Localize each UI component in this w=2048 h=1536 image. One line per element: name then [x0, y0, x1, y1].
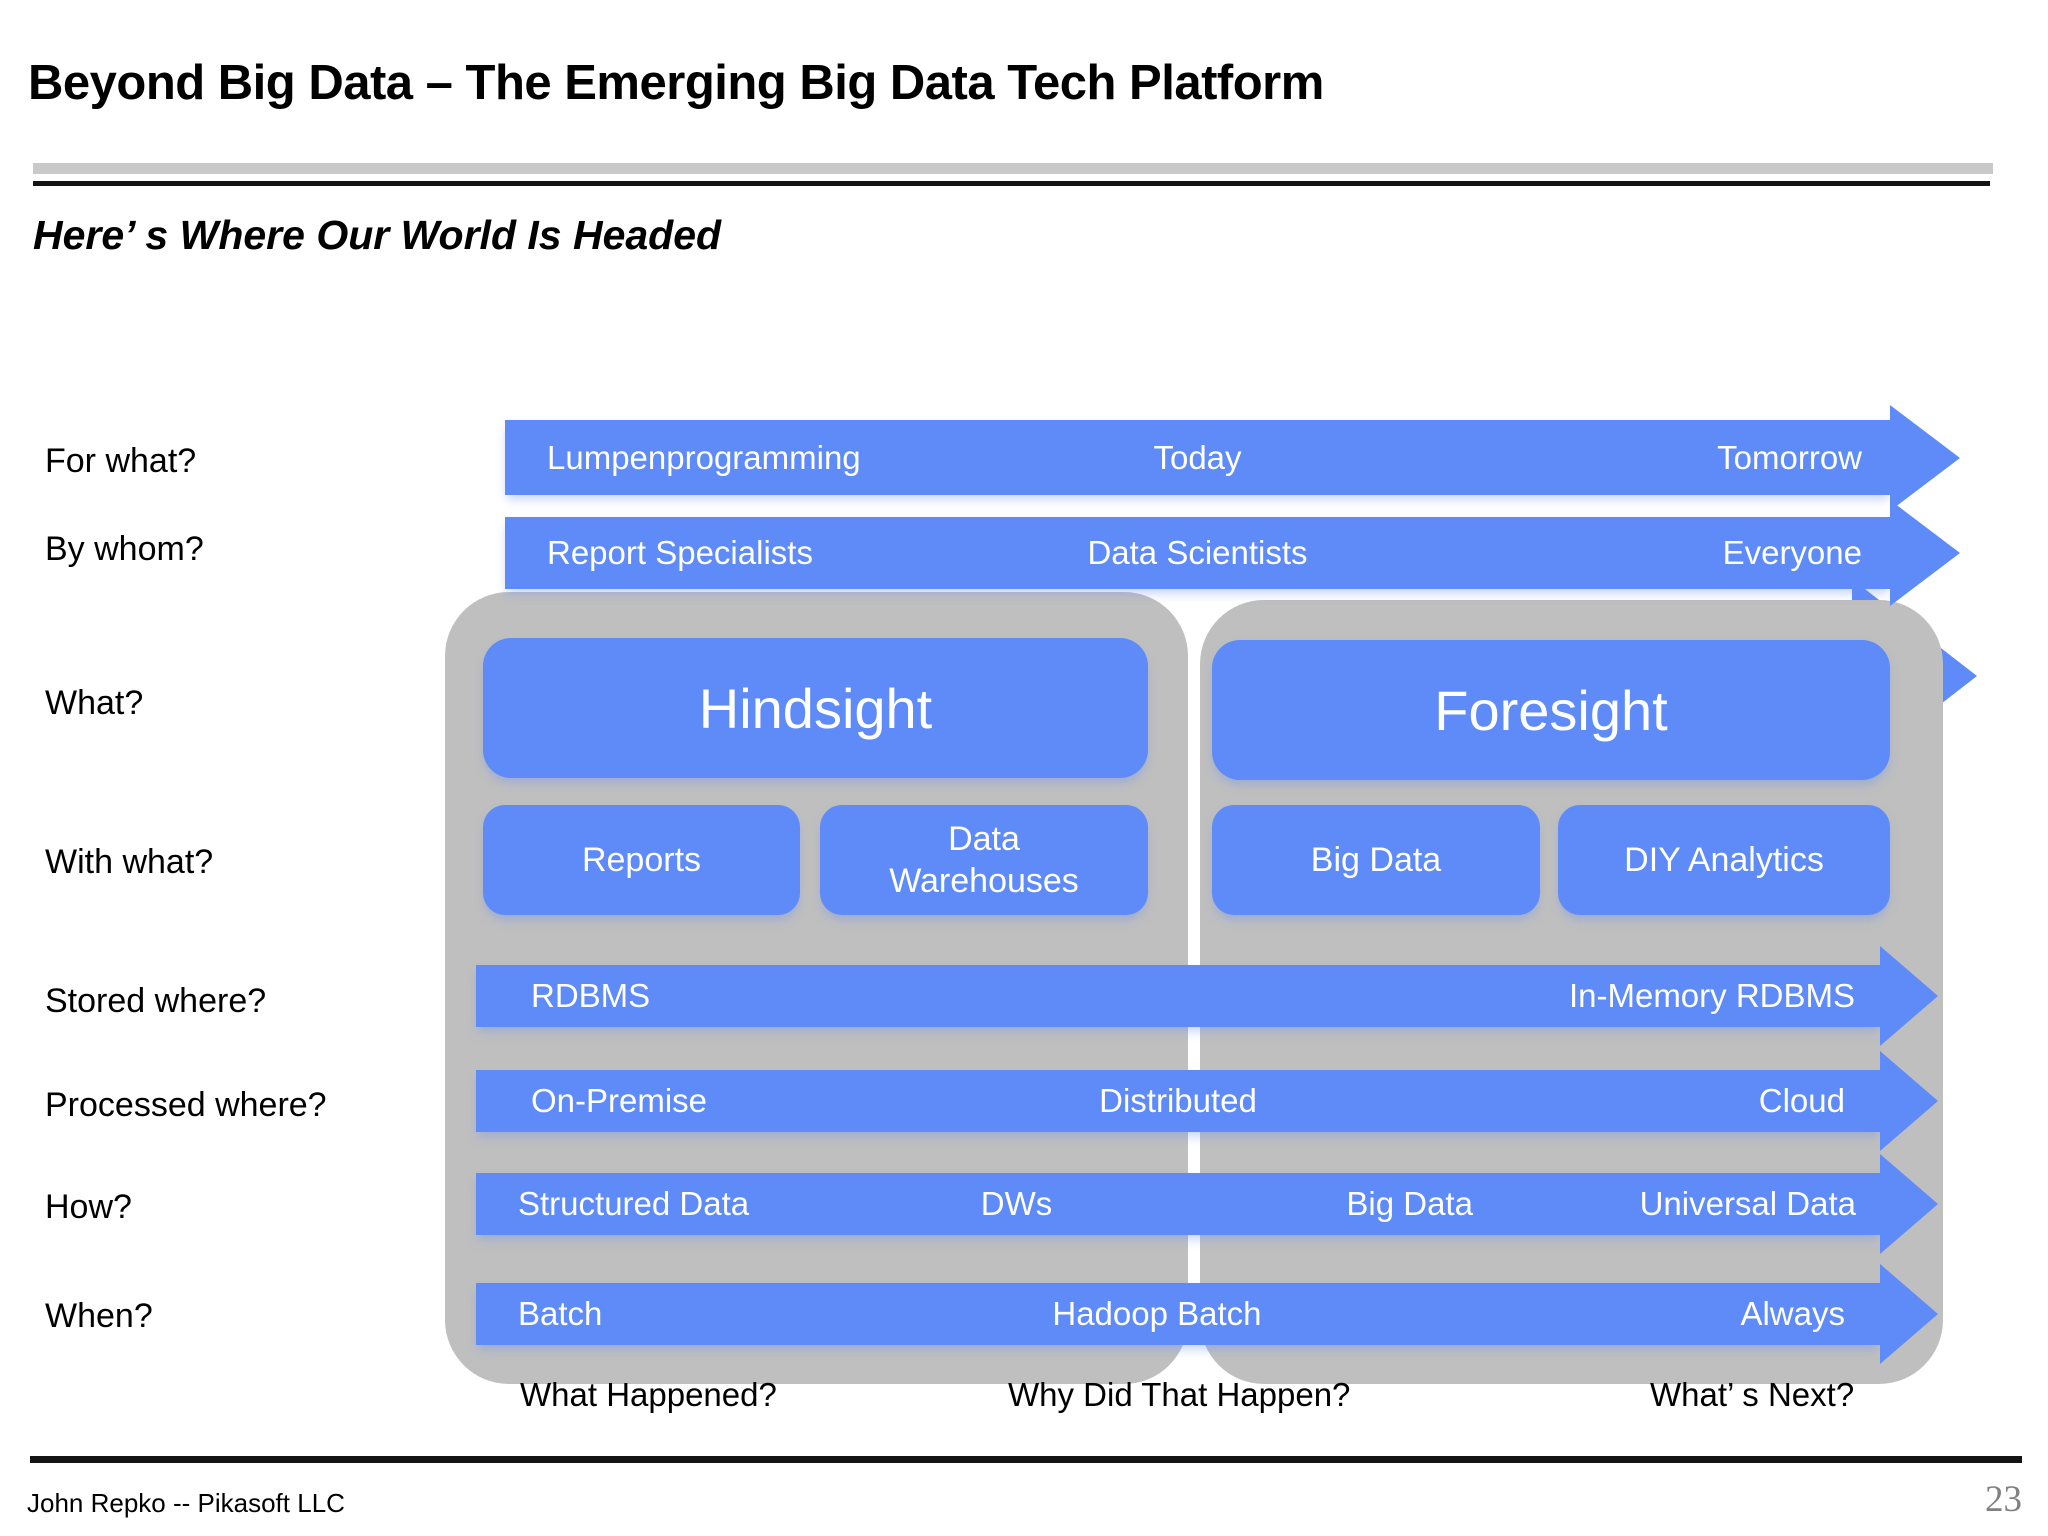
page-number: 23 — [1985, 1479, 2022, 1520]
question-label-stored-where: Stored where? — [45, 982, 267, 1020]
reports-box: Reports — [483, 805, 800, 915]
big-data-box: Big Data — [1212, 805, 1540, 915]
arrow-label: Cloud — [1758, 1082, 1845, 1119]
slide-subtitle: Here’ s Where Our World Is Headed — [33, 212, 722, 258]
diy-analytics-box: DIY Analytics — [1558, 805, 1890, 915]
hindsight-box-label: Hindsight — [698, 676, 933, 740]
data-warehouses-box: Data Warehouses — [820, 805, 1148, 915]
arrow-label: Report Specialists — [547, 534, 813, 571]
arrow-label: Hadoop Batch — [1052, 1295, 1262, 1332]
arrow-label: Big Data — [1346, 1185, 1473, 1222]
hindsight-box: Hindsight — [483, 638, 1148, 778]
caption-whats-next: What’ s Next? — [1650, 1376, 1855, 1413]
question-label-by-whom: By whom? — [45, 530, 204, 568]
caption-what-happened: What Happened? — [520, 1376, 777, 1413]
arrow-stored-where: RDBMS In-Memory RDBMS — [476, 946, 1938, 1046]
arrow-label: Structured Data — [518, 1185, 750, 1222]
arrow-label: Tomorrow — [1717, 438, 1862, 476]
question-label-with-what: With what? — [45, 843, 214, 881]
arrow-label: Universal Data — [1639, 1185, 1856, 1222]
question-label-processed-where: Processed where? — [45, 1086, 327, 1124]
caption-why-did-that-happen: Why Did That Happen? — [1008, 1376, 1351, 1413]
arrow-head — [1890, 500, 1960, 606]
foresight-box-label: Foresight — [1434, 678, 1668, 742]
title-divider-gray-bar — [33, 163, 1993, 174]
arrow-for-what: Lumpenprogramming Today Tomorrow — [505, 404, 1960, 511]
footer-author: John Repko -- Pikasoft LLC — [27, 1488, 345, 1518]
question-label-what: What? — [45, 684, 144, 722]
diy-analytics-box-label: DIY Analytics — [1624, 840, 1824, 879]
arrow-head — [1880, 946, 1938, 1046]
question-label-how: How? — [45, 1188, 132, 1226]
arrow-label: Everyone — [1722, 534, 1862, 571]
arrow-head — [1880, 1264, 1938, 1364]
footer-divider-line — [30, 1456, 2022, 1463]
arrow-when: Batch Hadoop Batch Always — [476, 1264, 1938, 1364]
arrow-how: Structured Data DWs Big Data Universal D… — [476, 1154, 1938, 1254]
arrow-label: Today — [1153, 438, 1242, 476]
arrow-label: In-Memory RDBMS — [1568, 977, 1855, 1014]
title-divider-black-line — [33, 181, 1990, 186]
arrow-label: RDBMS — [531, 977, 651, 1014]
arrow-label: Batch — [518, 1295, 603, 1332]
arrow-processed-where: On-Premise Distributed Cloud — [476, 1051, 1938, 1151]
arrow-head — [1890, 404, 1960, 511]
arrow-label: Lumpenprogramming — [547, 438, 861, 476]
arrow-label: Distributed — [1099, 1082, 1257, 1119]
arrow-label: Data Scientists — [1087, 534, 1308, 571]
arrow-label: On-Premise — [531, 1082, 708, 1119]
question-label-when: When? — [45, 1297, 153, 1335]
arrow-head — [1880, 1051, 1938, 1151]
slide-title: Beyond Big Data – The Emerging Big Data … — [28, 56, 1324, 110]
data-warehouses-box-label: Data Warehouses — [889, 819, 1079, 901]
arrow-label: DWs — [980, 1185, 1053, 1222]
big-data-box-label: Big Data — [1310, 840, 1442, 879]
reports-box-label: Reports — [581, 840, 702, 879]
foresight-box: Foresight — [1212, 640, 1890, 780]
question-label-for-what: For what? — [45, 442, 197, 480]
arrow-head — [1880, 1154, 1938, 1254]
arrow-label: Always — [1740, 1295, 1845, 1332]
arrow-by-whom: Report Specialists Data Scientists Every… — [505, 500, 1960, 606]
